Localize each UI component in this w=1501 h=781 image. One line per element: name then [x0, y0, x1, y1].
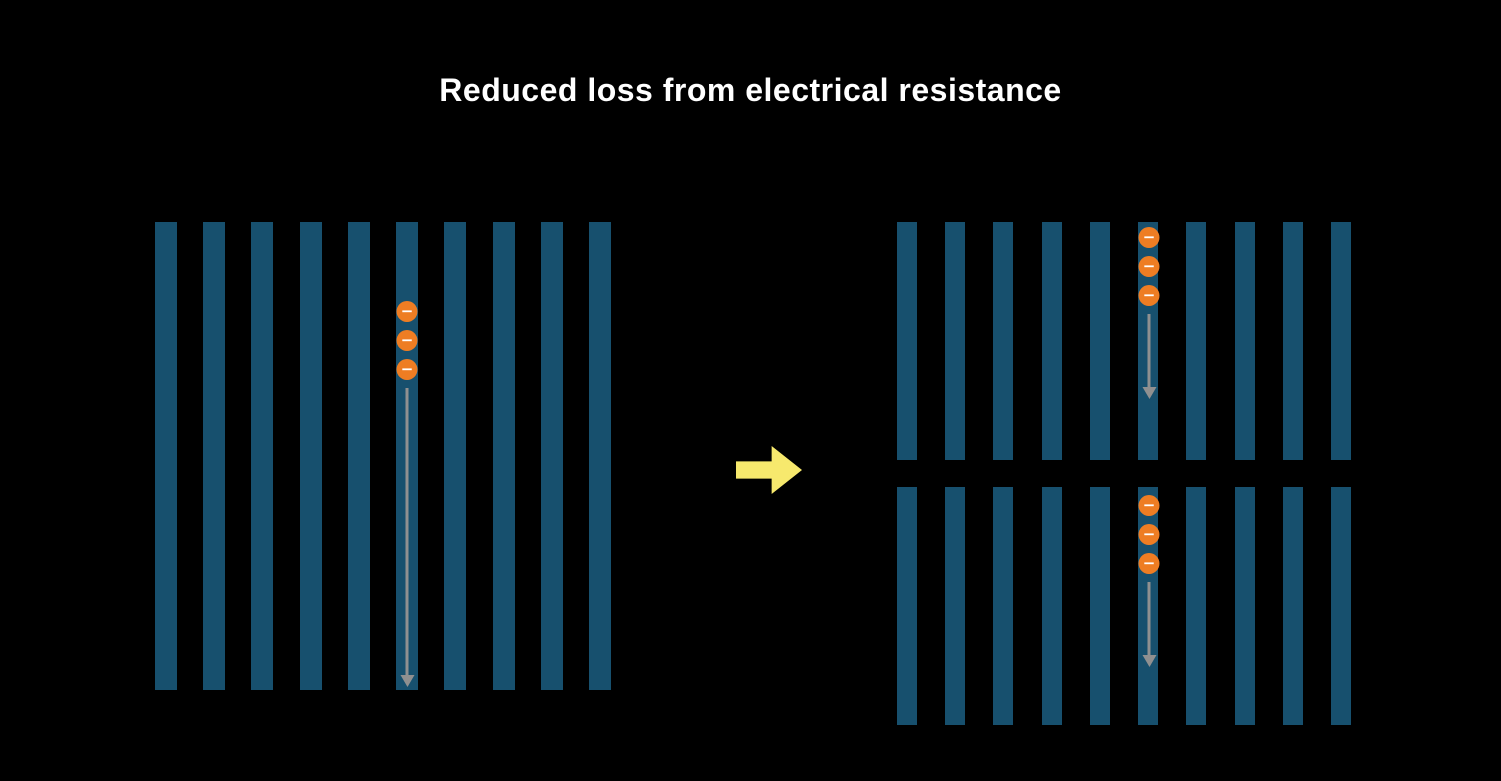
electron-flow: − − − — [1138, 495, 1160, 656]
solar-cell-bar — [588, 222, 611, 690]
solar-cell-bar — [1330, 222, 1351, 460]
solar-cell-bar — [1186, 222, 1207, 460]
solar-cell-bar — [347, 222, 370, 690]
solar-cell-bar — [1041, 487, 1062, 725]
solar-cell-bar — [1234, 487, 1255, 725]
solar-cell-bar — [993, 222, 1014, 460]
electron-icon: − — [1138, 256, 1160, 277]
solar-cell-bar — [444, 222, 467, 690]
electron-icon: − — [396, 301, 418, 322]
solar-cell-bar — [897, 487, 917, 725]
electron-icon: − — [396, 359, 418, 380]
solar-cell-bar — [1041, 222, 1062, 460]
electron-icon: − — [1138, 285, 1160, 306]
solar-cell-bar — [492, 222, 515, 690]
solar-cell-bar — [155, 222, 177, 690]
electron-icon: − — [396, 330, 418, 351]
current-flow-arrow-icon — [405, 388, 409, 676]
solar-cell-bar — [993, 487, 1014, 725]
electron-icon: − — [1138, 524, 1160, 545]
current-flow-arrow-icon — [1147, 314, 1151, 388]
panel-half-cell-bottom: − − − — [897, 487, 1351, 725]
solar-cell-bar — [203, 222, 226, 690]
transition-arrow-icon — [736, 446, 802, 494]
electron-icon: − — [1138, 553, 1160, 574]
solar-cell-bar — [251, 222, 274, 690]
solar-cell-bar — [1234, 222, 1255, 460]
solar-cell-bar — [299, 222, 322, 690]
current-flow-arrow-icon — [1147, 582, 1151, 656]
solar-cell-bar — [1089, 222, 1110, 460]
panel-full-cell: − − − — [155, 222, 611, 690]
panel-half-cell-top: − − − — [897, 222, 1351, 460]
solar-cell-bar — [1282, 487, 1303, 725]
solar-cell-bar — [945, 222, 966, 460]
page-title: Reduced loss from electrical resistance — [439, 72, 1062, 108]
solar-cell-bar — [540, 222, 563, 690]
electron-flow: − − − — [396, 301, 418, 676]
solar-cell-bar — [1089, 487, 1110, 725]
electron-icon: − — [1138, 495, 1160, 516]
electron-flow: − − − — [1138, 227, 1160, 388]
solar-cell-bar — [945, 487, 966, 725]
solar-cell-bar — [1186, 487, 1207, 725]
solar-cell-bar — [1330, 487, 1351, 725]
solar-cell-bar — [897, 222, 917, 460]
electron-icon: − — [1138, 227, 1160, 248]
solar-cell-bar — [1282, 222, 1303, 460]
